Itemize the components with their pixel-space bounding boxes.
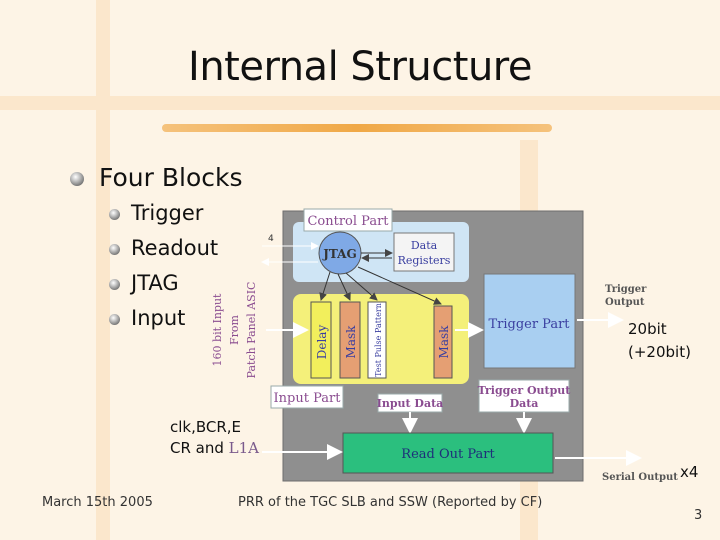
title-underline (162, 124, 552, 132)
data-registers-label-1: Data (411, 239, 438, 252)
test-pulse-label: Test Pulse Pattern (374, 303, 383, 377)
bullet-sub-input: Input (131, 306, 186, 330)
bit-width-note-1: 20bit (628, 320, 667, 338)
jtag-to-testpulse (345, 272, 378, 301)
input-data-label: Input Data (377, 397, 444, 410)
bit-width-note-2: (+20bit) (628, 343, 691, 361)
read-out-part-label: Read Out Part (401, 447, 495, 462)
trigger-output-data-label-2: Data (510, 397, 539, 410)
bullet-icon (109, 314, 120, 325)
input-source-label-2: From (228, 314, 241, 345)
read-out-part-block (342, 432, 554, 474)
footer-title: PRR of the TGC SLB and SSW (Reported by … (238, 495, 543, 510)
input-part-label-box (270, 385, 344, 409)
trigger-output-data-label-box (478, 379, 570, 413)
clock-note-l1a: L1A (228, 439, 260, 457)
delay-block (310, 301, 332, 379)
mask-left-block (339, 301, 361, 379)
clock-note-2: CR and L1A (170, 439, 259, 457)
input-source-label-1: 160 bit Input (211, 293, 224, 367)
bullet-icon (70, 172, 84, 186)
trigger-output-label-2: Output (605, 297, 645, 308)
trigger-output-data-label-1: Trigger Output (478, 384, 572, 397)
jtag-label: JTAG (322, 247, 357, 261)
input-part-label: Input Part (274, 391, 342, 406)
data-registers-box (393, 232, 455, 272)
input-source-label-3: Patch Panel ASIC (245, 282, 258, 379)
page-number: 3 (694, 508, 703, 523)
bullet-icon (109, 244, 120, 255)
multiplicity-note: x4 (680, 463, 699, 481)
clock-note-1: clk,BCR,E (170, 418, 242, 436)
jtag-bit-count: 4 (268, 234, 274, 244)
bullet-sub-trigger: Trigger (131, 201, 204, 225)
serial-output-label: Serial Output (602, 472, 678, 483)
control-part-label: Control Part (307, 214, 389, 229)
trigger-output-label-1: Trigger (605, 284, 647, 295)
mask-left-label: Mask (344, 325, 358, 359)
bullet-sub-readout: Readout (131, 236, 219, 260)
mask-right-label: Mask (437, 325, 451, 359)
mask-right-block (433, 305, 453, 379)
test-pulse-block (367, 301, 387, 379)
control-part-label-box (303, 208, 393, 232)
trigger-part-block (483, 273, 576, 369)
bullet-icon (109, 209, 120, 220)
jtag-to-delay (319, 271, 331, 301)
footer-date: March 15th 2005 (42, 495, 153, 510)
clock-note-2-text: CR and (170, 439, 224, 457)
data-registers-label-2: Registers (398, 254, 451, 267)
bullet-sub-jtag: JTAG (131, 271, 179, 295)
jtag-to-mask-right (357, 266, 442, 305)
page-title: Internal Structure (188, 44, 532, 90)
background-band (0, 96, 720, 110)
bullet-main: Four Blocks (99, 163, 243, 192)
background-band (96, 0, 110, 540)
jtag-to-mask (337, 273, 351, 301)
delay-label: Delay (315, 325, 329, 360)
trigger-part-label: Trigger Part (488, 317, 570, 332)
bullet-icon (109, 279, 120, 290)
